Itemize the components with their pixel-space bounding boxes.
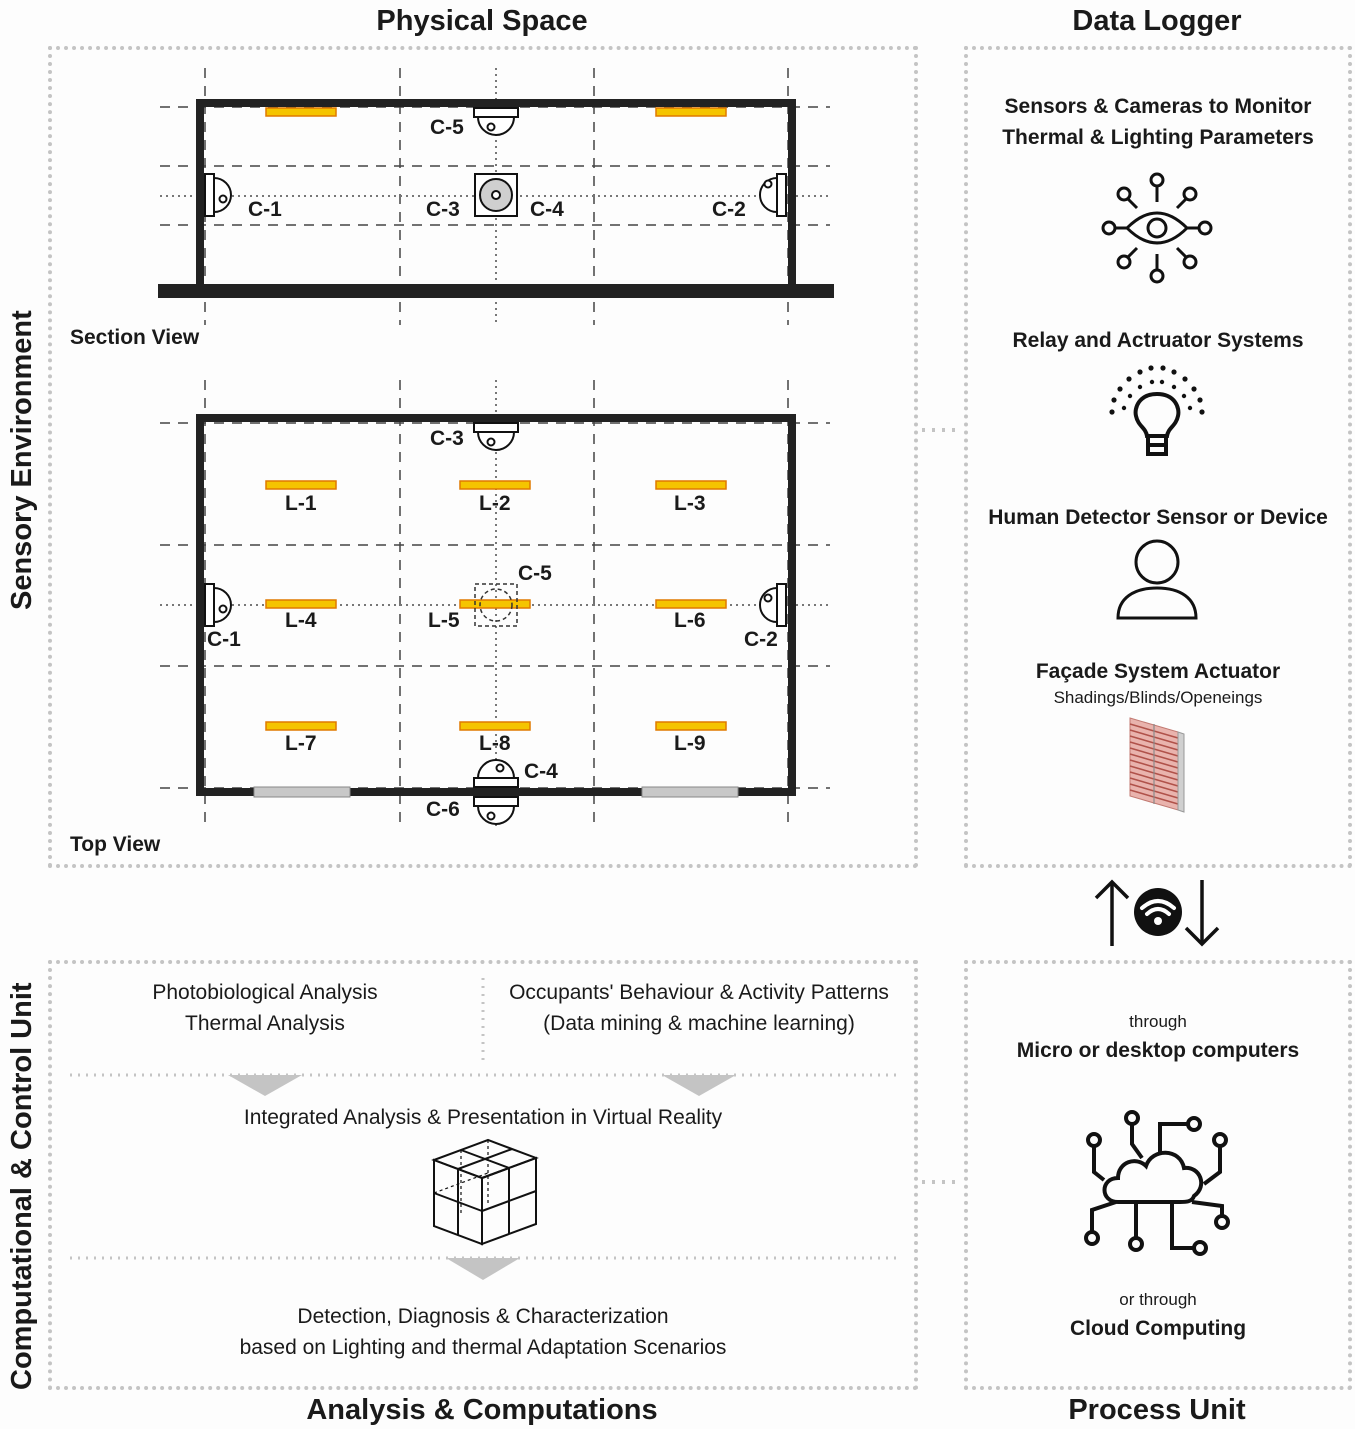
light-l7 <box>265 721 337 731</box>
computational-control-title: Computational & Control Unit <box>6 982 38 1390</box>
top-camera-c3 <box>473 422 519 451</box>
arrow-right <box>662 1075 736 1096</box>
label-top-c6: C-6 <box>426 798 460 821</box>
light-l9 <box>655 721 727 731</box>
analysis-panel <box>48 960 918 1390</box>
floor-plan-drawing <box>158 68 834 830</box>
process-unit-title: Process Unit <box>1068 1394 1246 1426</box>
thermal-label: Thermal Analysis <box>185 1012 345 1035</box>
integrated-label: Integrated Analysis & Presentation in Vi… <box>243 1106 723 1129</box>
datamining-label: (Data mining & machine learning) <box>543 1012 855 1035</box>
light-l2 <box>459 480 531 490</box>
light-l1 <box>265 480 337 490</box>
process-unit-panel <box>964 960 1352 1390</box>
eye-sensor-icon <box>1101 172 1213 284</box>
section-camera-c1 <box>204 173 232 217</box>
human-detector-label: Human Detector Sensor or Device <box>988 506 1328 529</box>
light-l5 <box>459 599 531 609</box>
label-l6: L-6 <box>674 609 706 632</box>
physical-space-title: Physical Space <box>376 5 588 37</box>
analysis-title: Analysis & Computations <box>306 1394 658 1426</box>
label-section-c5: C-5 <box>430 116 464 139</box>
section-light-left <box>265 107 337 117</box>
top-camera-c1 <box>204 583 232 627</box>
label-section-c4: C-4 <box>530 198 564 221</box>
label-l1: L-1 <box>285 492 317 515</box>
top-walls <box>196 414 796 796</box>
physical-space-panel <box>48 46 918 868</box>
photobiological-label: Photobiological Analysis <box>152 981 378 1004</box>
label-top-c2: C-2 <box>744 628 778 651</box>
light-l6 <box>655 599 727 609</box>
label-top-c4: C-4 <box>524 760 558 783</box>
label-top-c1: C-1 <box>207 628 241 651</box>
label-l2: L-2 <box>479 492 511 515</box>
label-section-c2: C-2 <box>712 198 746 221</box>
label-l3: L-3 <box>674 492 706 515</box>
cloud-computing-label: Cloud Computing <box>1069 1317 1247 1340</box>
section-camera-c3-c4 <box>474 173 518 217</box>
sensors-label-line2: Thermal & Lighting Parameters <box>1002 126 1314 149</box>
label-l5: L-5 <box>428 609 460 632</box>
light-bulb-icon <box>1109 365 1205 456</box>
section-light-right <box>655 107 727 117</box>
top-view-label: Top View <box>70 833 161 856</box>
top-camera-c6 <box>473 796 519 825</box>
top-camera-c5 <box>474 583 518 627</box>
arrow-bottom <box>446 1258 520 1280</box>
light-l4 <box>265 599 337 609</box>
through-label: through <box>1129 1012 1187 1031</box>
label-l9: L-9 <box>674 732 706 755</box>
behaviour-label: Occupants' Behaviour & Activity Patterns <box>509 981 889 1004</box>
section-view-label: Section View <box>70 326 200 349</box>
sensors-label-line1: Sensors & Cameras to Monitor <box>1004 95 1312 118</box>
facade-label: Façade System Actuator <box>1035 660 1281 683</box>
wifi-exchange-icon <box>1094 879 1220 947</box>
blinds-icon <box>1129 717 1185 813</box>
label-section-c3: C-3 <box>426 198 460 221</box>
label-top-c3: C-3 <box>430 427 464 450</box>
analysis-dividers <box>70 978 898 1280</box>
data-logger-panel <box>964 46 1352 868</box>
window-left <box>253 786 351 798</box>
label-l8: L-8 <box>479 732 511 755</box>
section-camera-c2 <box>759 173 787 217</box>
cloud-network-icon <box>1084 1110 1230 1256</box>
facade-sub-label: Shadings/Blinds/Openeings <box>1053 688 1263 707</box>
top-camera-c2 <box>759 583 787 627</box>
top-camera-c4 <box>473 759 519 788</box>
label-section-c1: C-1 <box>248 198 282 221</box>
light-l3 <box>655 480 727 490</box>
or-through-label: or through <box>1119 1290 1197 1309</box>
label-top-c5: C-5 <box>518 562 552 585</box>
label-l7: L-7 <box>285 732 317 755</box>
data-logger-title: Data Logger <box>1072 5 1242 37</box>
window-right <box>641 786 739 798</box>
micro-computers-label: Micro or desktop computers <box>1016 1039 1300 1062</box>
label-l4: L-4 <box>285 609 317 632</box>
person-icon <box>1116 539 1198 620</box>
based-label: based on Lighting and thermal Adaptation… <box>239 1336 727 1359</box>
detection-label: Detection, Diagnosis & Characterization <box>297 1305 669 1328</box>
section-camera-c5 <box>473 107 519 136</box>
light-l8 <box>459 721 531 731</box>
relay-label: Relay and Actruator Systems <box>1012 329 1304 352</box>
panel-connectors <box>922 428 962 1184</box>
cube-grid-icon <box>431 1138 539 1246</box>
arrow-left <box>228 1075 302 1096</box>
section-walls <box>158 99 834 298</box>
